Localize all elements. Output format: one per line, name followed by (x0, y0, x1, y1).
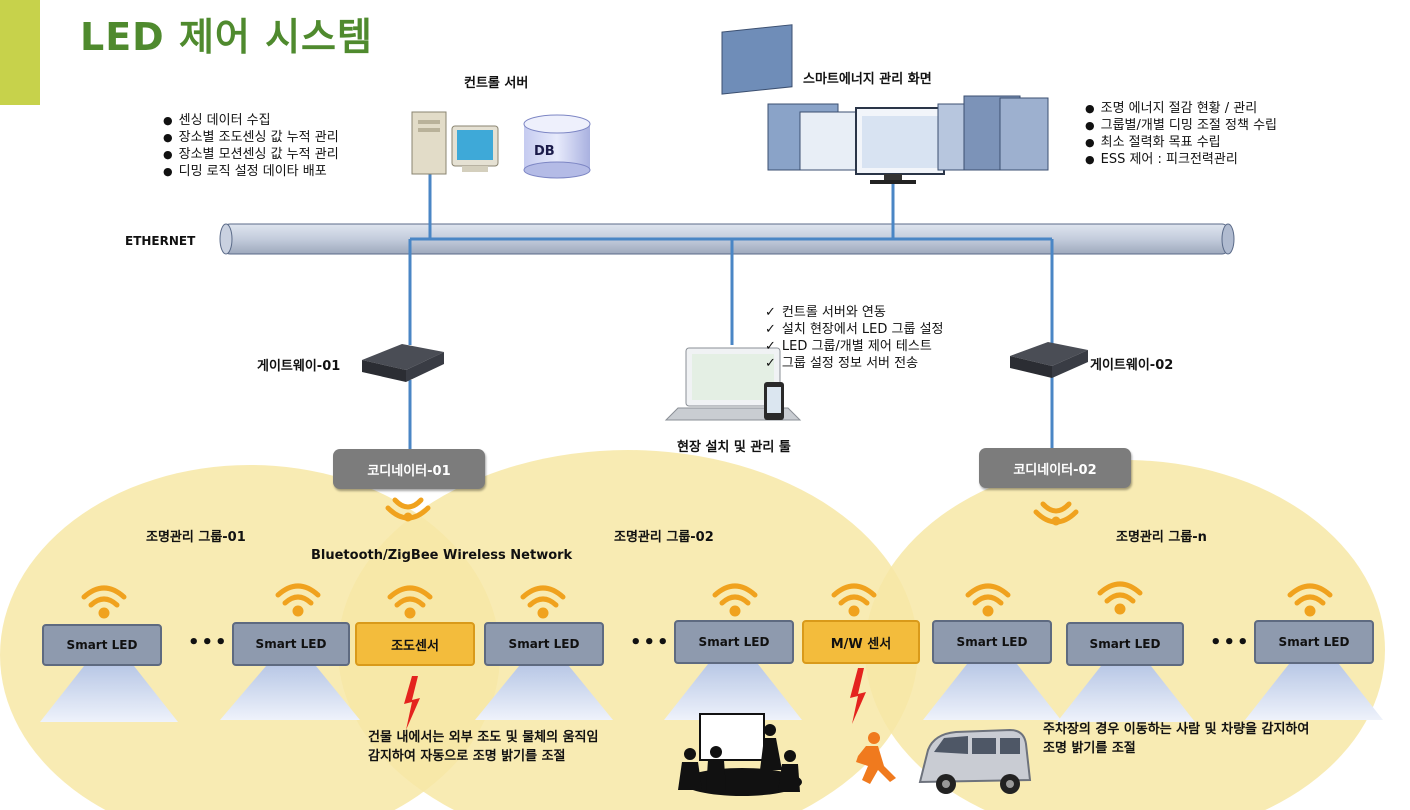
smart-energy-bullets: 조명 에너지 절감 현황 / 관리 그룹별/개별 디밍 조절 정책 수립 최소 … (1085, 100, 1277, 168)
smart-led-node[interactable]: Smart LED (42, 624, 162, 666)
wireless-network-label: Bluetooth/ZigBee Wireless Network (311, 548, 573, 563)
monitoring-screens-icon (721, 24, 1049, 184)
network-links (408, 172, 1054, 450)
smartphone-icon (764, 382, 784, 420)
group-01-label: 조명관리 그룹-01 (146, 530, 246, 545)
bullet-item: 그룹별/개별 디밍 조절 정책 수립 (1085, 117, 1277, 134)
bullet-item: 디밍 로직 설정 데이타 배포 (163, 163, 339, 180)
ethernet-label: ETHERNET (125, 234, 196, 248)
server-computer-icon (411, 111, 499, 175)
wifi-icon (275, 583, 321, 617)
gateway-02-icon (1010, 342, 1088, 378)
check-item: 그룹 설정 정보 서버 전송 (765, 355, 944, 372)
smart-led-node[interactable]: Smart LED (1254, 620, 1374, 664)
more-ellipsis: ••• (630, 632, 671, 653)
group-zone-02 (338, 450, 918, 810)
bullet-item: 최소 절력화 목표 수립 (1085, 134, 1277, 151)
db-label: DB (534, 144, 555, 159)
coordinator-01[interactable]: 코디네이터-01 (333, 449, 485, 489)
bullet-item: 장소별 모션센싱 값 누적 관리 (163, 146, 339, 163)
field-tool-label: 현장 설치 및 관리 툴 (677, 440, 791, 455)
ethernet-bus (219, 223, 1235, 255)
bullet-item: 장소별 조도센싱 값 누적 관리 (163, 129, 339, 146)
coordinator-02[interactable]: 코디네이터-02 (979, 448, 1131, 488)
check-item: LED 그룹/개별 제어 테스트 (765, 338, 944, 355)
more-ellipsis: ••• (188, 632, 229, 653)
control-server-bullets: 센싱 데이터 수집 장소별 조도센싱 값 누적 관리 장소별 모션센싱 값 누적… (163, 112, 339, 180)
note-line: 조명 밝기를 조절 (1043, 741, 1136, 756)
bullet-item: ESS 제어 : 피크전력관리 (1085, 151, 1277, 168)
device-wifi-icons (81, 581, 1333, 619)
mw-sensor-node[interactable]: M/W 센서 (802, 620, 920, 664)
gateway-01-icon (362, 344, 444, 382)
smart-energy-label: 스마트에너지 관리 화면 (803, 72, 932, 87)
lightning-icon (404, 676, 420, 730)
check-item: 컨트롤 서버와 연동 (765, 304, 944, 321)
note-line: 주차장의 경우 이동하는 사람 및 차량을 감지하여 (1043, 722, 1310, 737)
smart-led-node[interactable]: Smart LED (1066, 622, 1184, 666)
wifi-icon (712, 583, 758, 617)
smart-led-node[interactable]: Smart LED (484, 622, 604, 666)
indoor-note: 건물 내에서는 외부 조도 및 물체의 움직임 감지하여 자동으로 조명 밝기를… (368, 728, 598, 766)
group-n-label: 조명관리 그룹-n (1116, 530, 1207, 545)
parking-note: 주차장의 경우 이동하는 사람 및 차량을 감지하여 조명 밝기를 조절 (1043, 720, 1309, 758)
running-person-icon (856, 732, 896, 784)
wifi-icon (387, 585, 433, 619)
wifi-icon (831, 583, 877, 617)
page-title: LED 제어 시스템 (80, 15, 373, 59)
smart-led-node[interactable]: Smart LED (674, 620, 794, 664)
group-02-label: 조명관리 그룹-02 (614, 530, 714, 545)
note-line: 감지하여 자동으로 조명 밝기를 조절 (368, 749, 566, 764)
coordinator-01-wifi-icon (385, 497, 431, 522)
laptop-icon (664, 347, 802, 421)
bullet-item: 센싱 데이터 수집 (163, 112, 339, 129)
check-item: 설치 현장에서 LED 그룹 설정 (765, 321, 944, 338)
van-icon (918, 728, 1032, 794)
bullet-item: 조명 에너지 절감 현황 / 관리 (1085, 100, 1277, 117)
wifi-icon (81, 585, 127, 619)
meeting-scene-icon (678, 713, 802, 796)
wifi-icon (1097, 581, 1143, 615)
wifi-icon (1287, 583, 1333, 617)
gateway-02-label: 게이트웨이-02 (1090, 358, 1174, 373)
control-server-label: 컨트롤 서버 (464, 76, 529, 91)
smart-led-node[interactable]: Smart LED (932, 620, 1052, 664)
smart-led-node[interactable]: Smart LED (232, 622, 350, 666)
database-icon (523, 114, 591, 179)
title-accent-bar (0, 0, 40, 105)
light-sensor-node[interactable]: 조도센서 (355, 622, 475, 666)
coordinator-02-wifi-icon (1033, 501, 1079, 526)
more-ellipsis: ••• (1210, 632, 1251, 653)
wifi-icon (520, 585, 566, 619)
field-tool-checklist: 컨트롤 서버와 연동 설치 현장에서 LED 그룹 설정 LED 그룹/개별 제… (765, 304, 944, 372)
note-line: 건물 내에서는 외부 조도 및 물체의 움직임 (368, 730, 599, 745)
gateway-01-label: 게이트웨이-01 (257, 359, 341, 374)
light-beams (40, 664, 1383, 722)
wifi-icon (965, 583, 1011, 617)
lightning-icon (850, 668, 866, 724)
